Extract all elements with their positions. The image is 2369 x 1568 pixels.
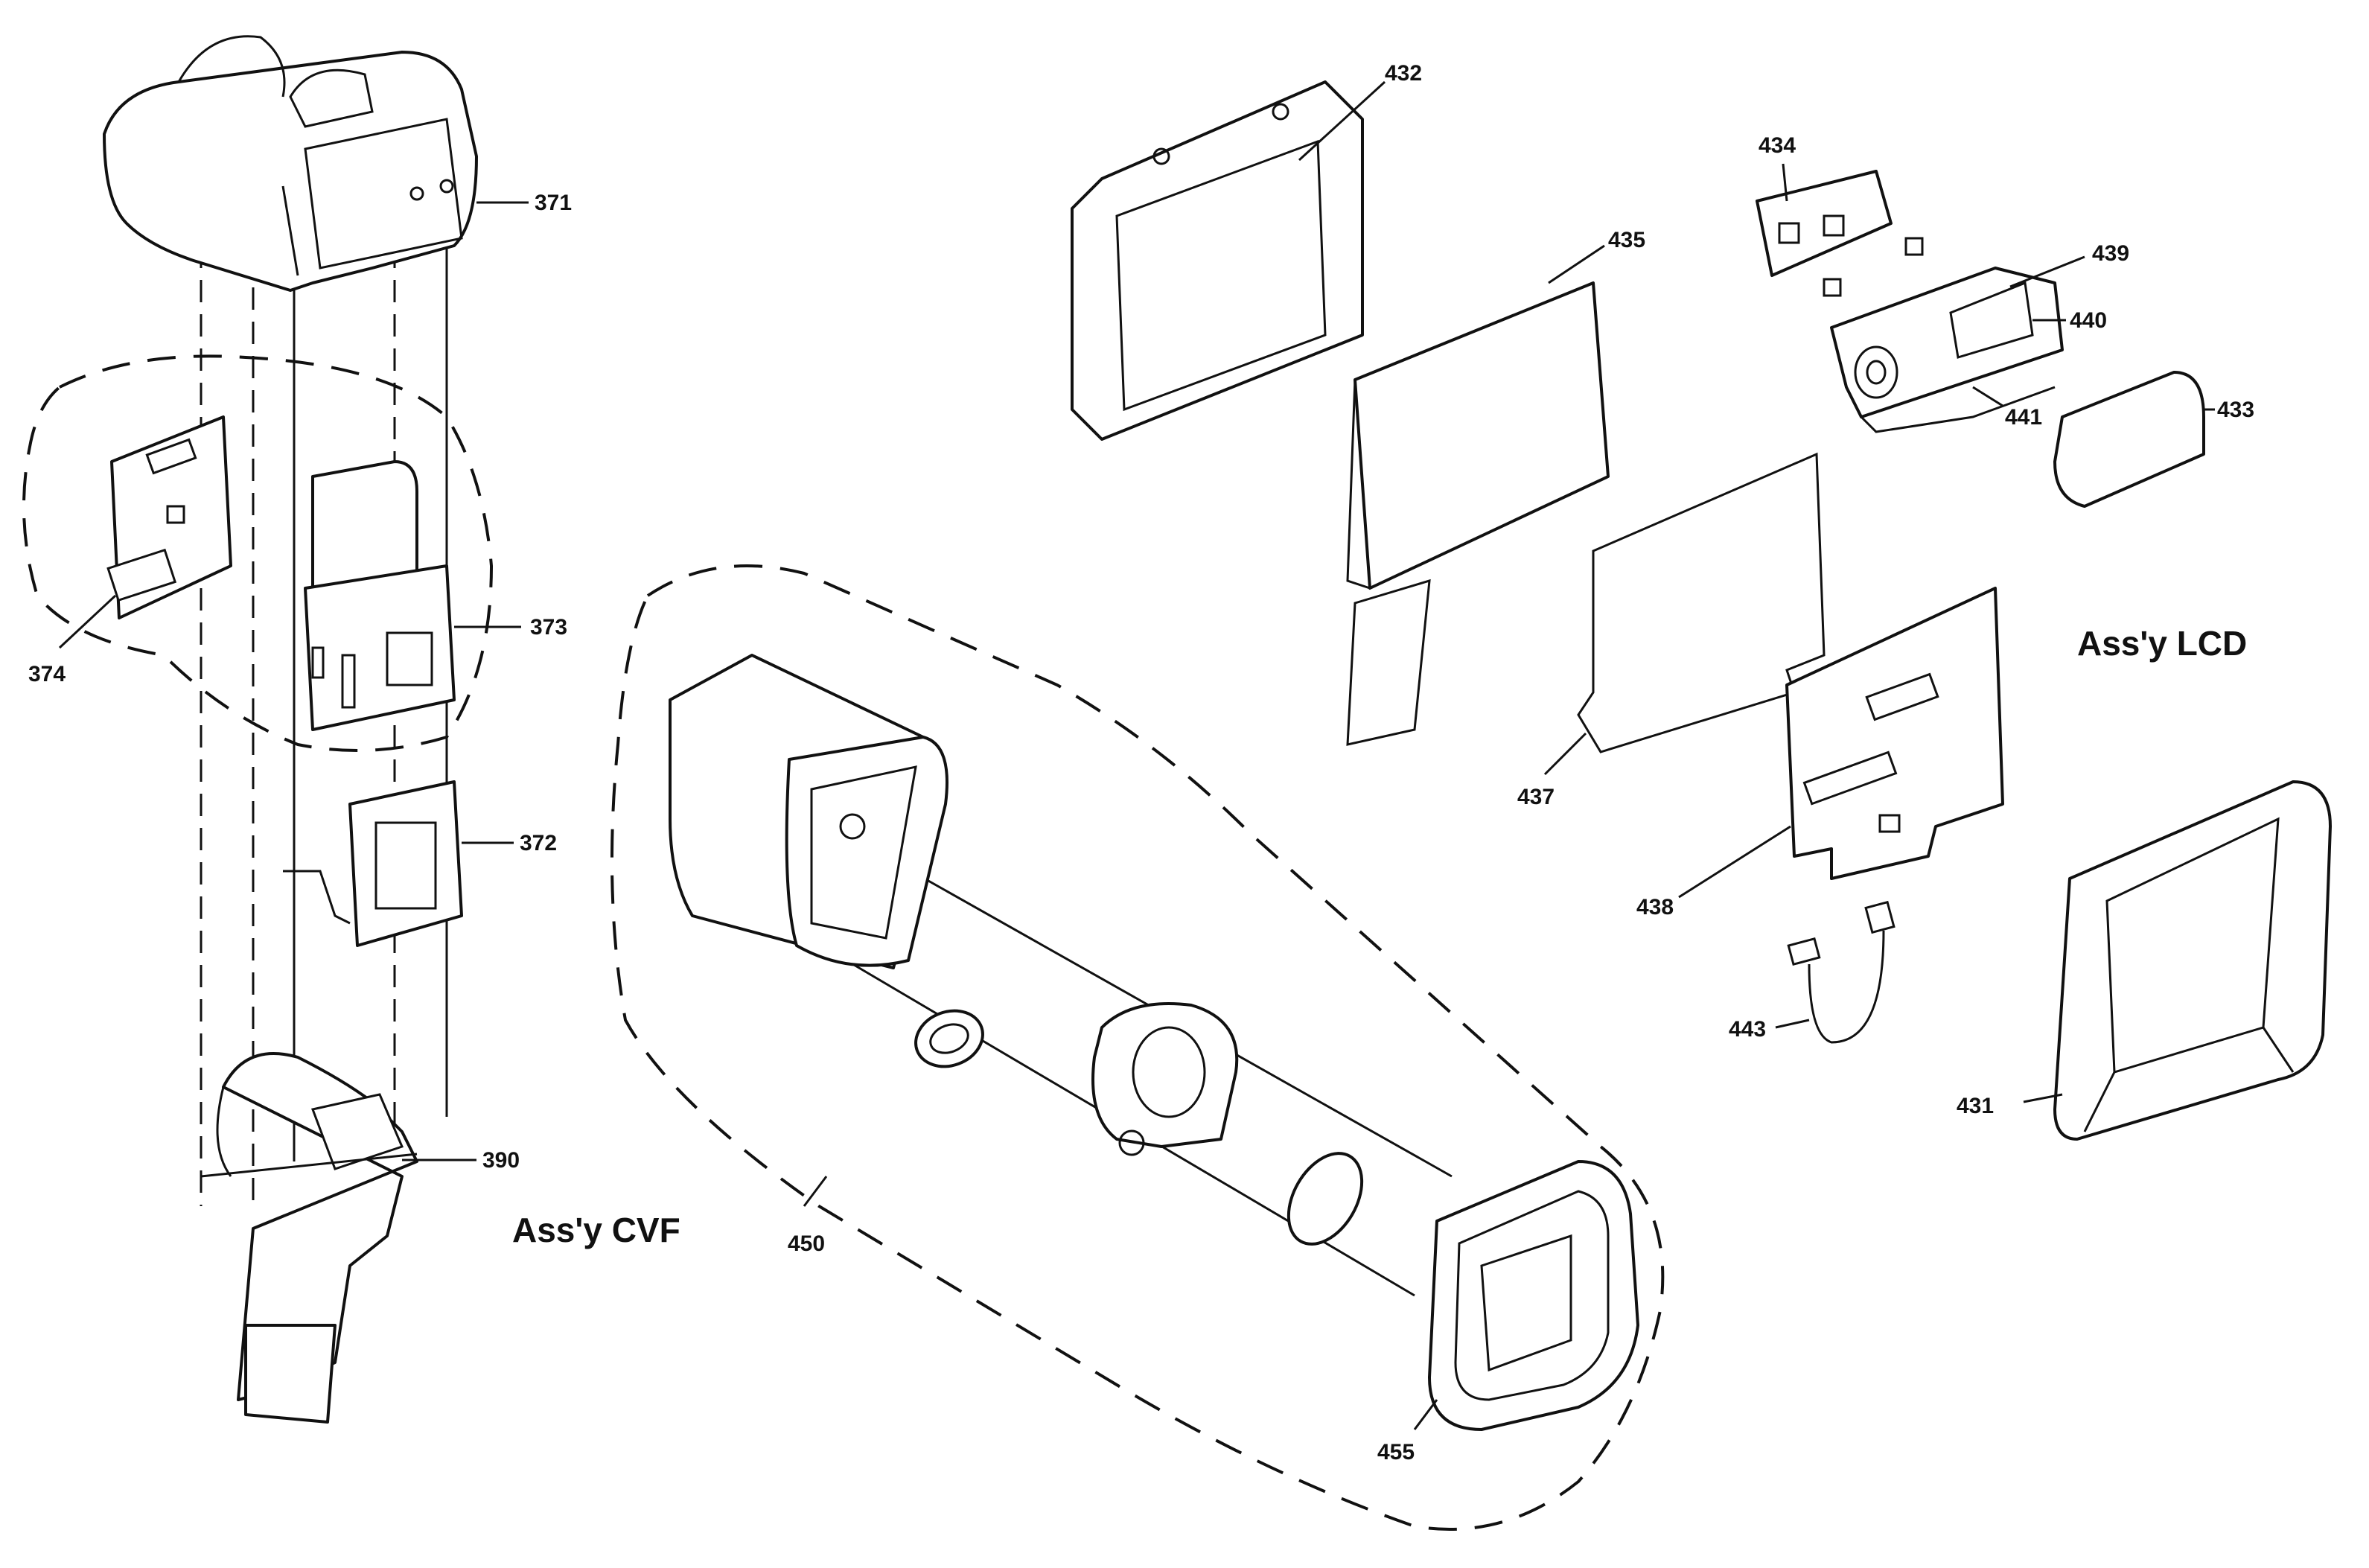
assembly-title-lcd: Ass'y LCD [2077, 624, 2247, 663]
part-diopter-ring [914, 1009, 984, 1068]
callout-439: 439 [2092, 241, 2129, 266]
leader-450 [803, 1176, 828, 1207]
part-435-lcd-panel: 435 [1346, 228, 1645, 746]
callout-435: 435 [1608, 228, 1645, 252]
callout-438: 438 [1636, 895, 1674, 920]
part-lens-holder [1091, 1002, 1239, 1156]
part-372-holder-bracket: 372 [283, 780, 557, 947]
callout-455: 455 [1377, 1440, 1415, 1465]
part-373-cvf-block: 373 [304, 460, 567, 731]
subassembly-450-outline [610, 564, 1665, 1531]
part-434-connector: 434 [1756, 133, 1924, 297]
callout-434: 434 [1759, 133, 1796, 158]
subassembly-373-outline [22, 354, 494, 752]
part-439-hinge-unit: 439 440 441 [1830, 241, 2129, 433]
callout-433: 433 [2217, 398, 2254, 422]
callout-432: 432 [1385, 61, 1422, 86]
part-431-rear-cover: 431 [1957, 780, 2332, 1141]
callout-450: 450 [788, 1231, 825, 1256]
part-438-lcd-pcb: 438 [1636, 587, 2004, 920]
part-433-hinge-cover: 433 [2053, 371, 2254, 508]
part-lens-element [1286, 1152, 1364, 1246]
callout-373: 373 [530, 615, 567, 640]
callout-441: 441 [2005, 405, 2042, 430]
part-374-circuit-board: 374 [28, 415, 232, 686]
callout-374: 374 [28, 662, 66, 686]
part-443-flex-cable: 443 [1729, 900, 1895, 1044]
callout-431: 431 [1957, 1094, 1994, 1118]
assembly-title-cvf: Ass'y CVF [512, 1211, 680, 1249]
part-371-top-cover: 371 [103, 35, 572, 292]
part-437-backlight-sheet: 437 [1517, 452, 1826, 809]
part-evf-hood [669, 654, 948, 969]
callout-390: 390 [482, 1148, 520, 1173]
callout-443: 443 [1729, 1017, 1766, 1042]
callout-437: 437 [1517, 785, 1555, 809]
part-455-eyecup: 455 [1377, 1160, 1639, 1465]
part-390-eyepiece-base: 390 [200, 1052, 520, 1424]
callout-371: 371 [535, 191, 572, 215]
callout-440: 440 [2070, 308, 2107, 333]
callout-372: 372 [520, 831, 557, 855]
part-432-lcd-frame: 432 [1071, 61, 1422, 441]
